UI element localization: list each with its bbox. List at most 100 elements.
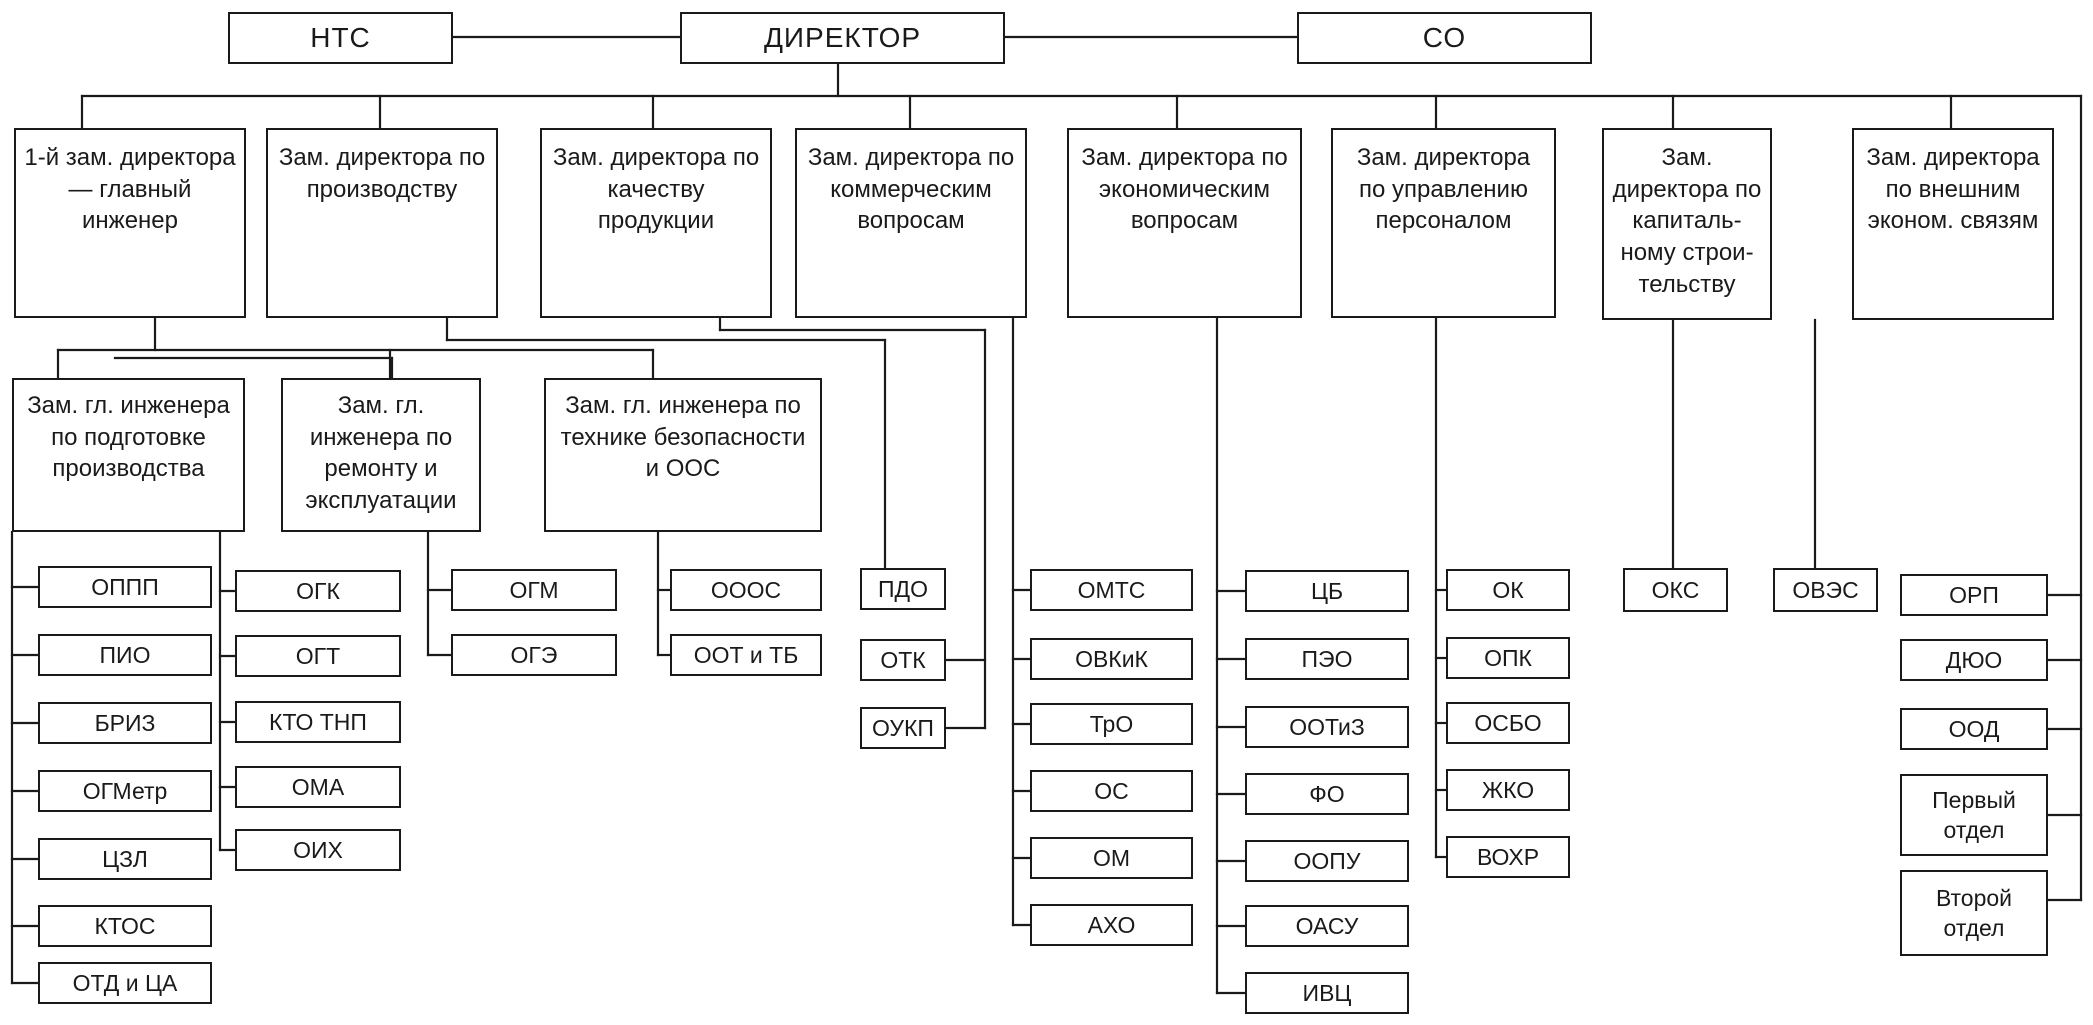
sub-engineer-safety-label: Зам. гл. инженера по технике безопасност… [560, 392, 806, 483]
deputy-commercial-label: Зам. директора по коммерческим вопросам [807, 144, 1015, 235]
dept-label: ОТД и ЦА [72, 969, 178, 996]
dept-pio: ПИО [38, 634, 212, 676]
dept-zhko: ЖКО [1446, 769, 1570, 811]
dept-fo: ФО [1245, 773, 1409, 815]
dept-ovkik: ОВКиК [1030, 638, 1193, 680]
dept-ogmetr: ОГМетр [38, 770, 212, 812]
deputy-economic: Зам. директора по экономическим вопросам [1067, 128, 1302, 318]
dept-label: ОГМ [509, 576, 559, 603]
dept-vohr: ВОХР [1446, 836, 1570, 878]
dept-label: ЦЗЛ [102, 845, 148, 872]
dept-oot-tb: ООТ и ТБ [670, 634, 822, 676]
deputy-production: Зам. директора по производству [266, 128, 498, 318]
dept-label: ОПК [1484, 644, 1532, 671]
dept-label: ОВКиК [1075, 645, 1148, 672]
dept-label: ОКС [1651, 576, 1700, 603]
dept-peo: ПЭО [1245, 638, 1409, 680]
dept-label: ОГТ [295, 642, 341, 669]
sub-engineer-preparation: Зам. гл. инженера по подготовке производ… [12, 378, 245, 532]
dept-label: ООД [1948, 715, 2000, 742]
dept-label: КТОС [94, 912, 156, 939]
dept-aho: АХО [1030, 904, 1193, 946]
dept-label: ТрО [1089, 710, 1134, 737]
dept-label: ФО [1309, 780, 1345, 807]
sub-engineer-repair-label: Зам. гл. инженера по ремонту и эксплуата… [305, 392, 457, 515]
dept-label: ПЭО [1301, 645, 1353, 672]
dept-label: ООПУ [1293, 847, 1361, 874]
dept-label: ЦБ [1310, 577, 1344, 604]
dept-oma: ОМА [235, 766, 401, 808]
so-label: СО [1422, 21, 1467, 53]
dept-first: Первый отдел [1900, 774, 2048, 856]
sub-engineer-preparation-label: Зам. гл. инженера по подготовке производ… [27, 392, 230, 483]
dept-ivts: ИВЦ [1245, 972, 1409, 1014]
dept-ogm: ОГМ [451, 569, 617, 611]
dept-pdo: ПДО [860, 568, 946, 610]
dept-ogk: ОГК [235, 570, 401, 612]
dept-label: ООТ и ТБ [693, 641, 799, 668]
dept-opk: ОПК [1446, 637, 1570, 679]
dept-oopu: ООПУ [1245, 840, 1409, 882]
dept-ood: ООД [1900, 708, 2048, 750]
dept-oge: ОГЭ [451, 634, 617, 676]
dept-label: Первый отдел [1932, 786, 2016, 843]
deputy-quality-label: Зам. директора по качеству продукции [552, 144, 760, 235]
dept-label: ОГМетр [82, 777, 168, 804]
deputy-construction-label: Зам. директора по капиталь-ному строи-те… [1612, 144, 1762, 298]
dept-label: АХО [1087, 911, 1136, 938]
dept-ktos: КТОС [38, 905, 212, 947]
deputy-commercial: Зам. директора по коммерческим вопросам [795, 128, 1027, 318]
deputy-economic-label: Зам. директора по экономическим вопросам [1081, 144, 1288, 235]
dept-oves: ОВЭС [1773, 568, 1878, 612]
dept-dyuo: ДЮО [1900, 639, 2048, 681]
dept-tsb: ЦБ [1245, 570, 1409, 612]
dept-label: ОРП [1949, 581, 1999, 608]
deputy-production-label: Зам. директора по производству [278, 144, 486, 203]
dept-otk: ОТК [860, 639, 946, 681]
so-box: СО [1297, 12, 1592, 64]
deputy-chief-engineer: 1-й зам. директора — главный инженер [14, 128, 246, 318]
dept-label: ВОХР [1476, 843, 1540, 870]
dept-label: ИВЦ [1302, 979, 1352, 1006]
dept-label: ОППП [91, 573, 159, 600]
dept-label: ОУКП [872, 714, 934, 741]
dept-ooos: ОООС [670, 569, 822, 611]
dept-label: ПДО [878, 575, 928, 602]
dept-orp: ОРП [1900, 574, 2048, 616]
dept-label: ОСБО [1474, 709, 1542, 736]
dept-om: ОМ [1030, 837, 1193, 879]
nts-label: НТС [310, 21, 371, 53]
director-box: ДИРЕКТОР [680, 12, 1005, 64]
nts-box: НТС [228, 12, 453, 64]
deputy-chief-engineer-label: 1-й зам. директора — главный инженер [24, 144, 236, 235]
dept-label: КТО ТНП [269, 708, 367, 735]
dept-label: ДЮО [1945, 646, 2003, 673]
director-label: ДИРЕКТОР [763, 21, 922, 53]
dept-label: ОМА [291, 773, 345, 800]
sub-engineer-safety: Зам. гл. инженера по технике безопасност… [544, 378, 822, 532]
dept-label: ОООС [710, 576, 782, 603]
dept-tszl: ЦЗЛ [38, 838, 212, 880]
dept-label: ЖКО [1481, 776, 1535, 803]
dept-os: ОС [1030, 770, 1193, 812]
deputy-foreign: Зам. директора по внешним эконом. связям [1852, 128, 2054, 320]
dept-otd-tsa: ОТД и ЦА [38, 962, 212, 1004]
dept-oks: ОКС [1623, 568, 1728, 612]
dept-osbo: ОСБО [1446, 702, 1570, 744]
dept-tro: ТрО [1030, 703, 1193, 745]
deputy-construction: Зам. директора по капиталь-ному строи-те… [1602, 128, 1772, 320]
deputy-personnel: Зам. директора по управлению персоналом [1331, 128, 1556, 318]
dept-second: Второй отдел [1900, 870, 2048, 956]
dept-label: ОМТС [1077, 576, 1146, 603]
dept-label: ОГК [296, 577, 340, 604]
dept-label: ОТК [880, 646, 926, 673]
dept-label: ПИО [99, 641, 151, 668]
sub-engineer-repair: Зам. гл. инженера по ремонту и эксплуата… [281, 378, 481, 532]
dept-label: ОС [1094, 777, 1129, 804]
dept-label: ОМ [1092, 844, 1131, 871]
dept-oukp: ОУКП [860, 707, 946, 749]
dept-ogt: ОГТ [235, 635, 401, 677]
dept-kto-tnp: КТО ТНП [235, 701, 401, 743]
